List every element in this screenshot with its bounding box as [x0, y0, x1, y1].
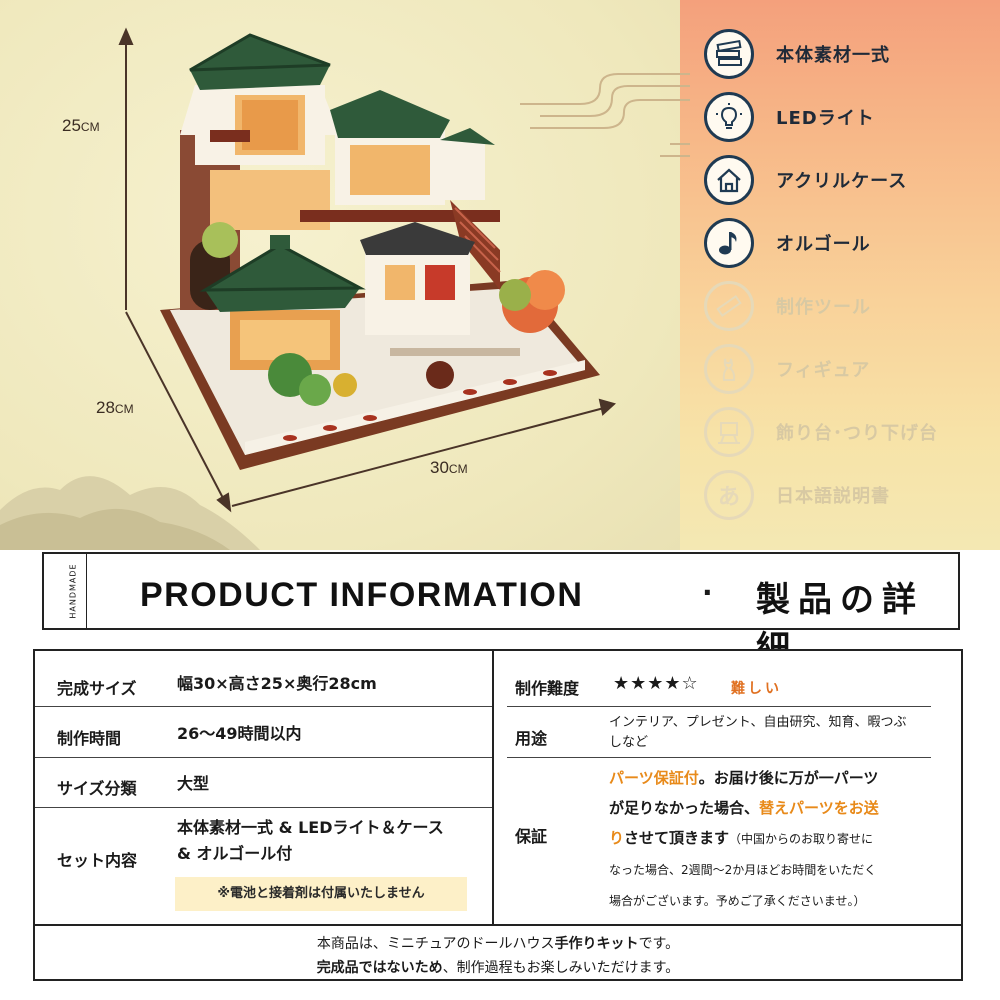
- footer-text: 本商品は、ミニチュアのドールハウス: [316, 936, 555, 952]
- completed-size-label: 完成サイズ: [57, 679, 137, 698]
- feature-item: フィギュア: [704, 343, 994, 395]
- footer-emphasis: 手作りキット: [554, 936, 639, 952]
- materials-icon: [704, 29, 754, 79]
- feature-item: 飾り台･つり下げ台: [704, 406, 994, 458]
- feature-label: アクリルケース: [776, 171, 908, 192]
- section-title: PRODUCT INFORMATION: [140, 576, 584, 614]
- height-dimension: 25CM: [62, 116, 100, 135]
- row-divider: [507, 706, 931, 707]
- warranty-note: なった場合、2週間〜2か月ほどお時間をいただく: [609, 863, 877, 877]
- column-divider: [492, 651, 494, 924]
- feature-panel-background: [680, 0, 1000, 550]
- display-stand-icon: [704, 407, 754, 457]
- feature-label: LEDライト: [776, 108, 875, 129]
- feature-item: LEDライト: [704, 91, 994, 143]
- feature-label: オルゴール: [776, 234, 871, 255]
- size-class-label: サイズ分類: [57, 779, 137, 798]
- warranty-text-part: させて頂きます: [624, 829, 730, 847]
- row-divider: [35, 807, 492, 808]
- difficulty-label: 制作難度: [515, 679, 580, 698]
- feature-item: オルゴール: [704, 217, 994, 269]
- set-contents-label: セット内容: [57, 851, 138, 870]
- warranty-note: （中国からのお取り寄せに: [729, 832, 874, 846]
- feature-label: フィギュア: [776, 360, 871, 381]
- feature-item: 本体素材一式: [704, 28, 994, 80]
- footer-divider: [35, 924, 961, 926]
- warranty-label: 保証: [515, 827, 548, 846]
- row-divider: [35, 757, 492, 758]
- feature-label: 飾り台･つり下げ台: [776, 423, 938, 444]
- difficulty-text: 難しい: [731, 681, 782, 697]
- size-class-value: 大型: [177, 774, 210, 793]
- footer-text: です。: [638, 936, 680, 952]
- depth-dimension: 28CM: [96, 398, 134, 417]
- hiragana-a-icon: あ: [704, 470, 754, 520]
- usage-line2: しなど: [609, 735, 649, 750]
- mountain-decoration: [0, 476, 260, 550]
- cloud-swirl-decoration: [520, 73, 690, 157]
- feature-label: 本体素材一式: [776, 45, 890, 66]
- usage-label: 用途: [515, 729, 548, 748]
- feature-item: あ 日本語説明書: [704, 469, 994, 521]
- dimension-arrows: [118, 27, 617, 513]
- included-features-list: 本体素材一式 LEDライト アクリルケース オルゴール 制作ツール: [704, 28, 994, 532]
- product-information-header: HANDMADE PRODUCT INFORMATION · 製品の詳細: [42, 552, 960, 669]
- music-note-icon: [704, 218, 754, 268]
- title-separator: ·: [702, 576, 713, 609]
- footer-kit-notice: 本商品は、ミニチュアのドールハウス手作りキットです。: [35, 933, 961, 953]
- set-contents-line2: & オルゴール付: [177, 844, 293, 863]
- difficulty-stars: ★★★★☆: [613, 673, 699, 694]
- warranty-highlight: パーツ保証付: [609, 769, 699, 787]
- warranty-highlight: 替えパーツをお送: [759, 799, 879, 817]
- feature-label: 制作ツール: [776, 297, 871, 318]
- completed-size-value: 幅30×高さ25×奥行28cm: [177, 674, 377, 693]
- battery-note: ※電池と接着剤は付属いたしません: [175, 877, 467, 911]
- hero-background: [0, 0, 680, 550]
- footer-text: 、制作過程もお楽しみいただけます。: [442, 960, 680, 976]
- set-contents-line1: 本体素材一式 & LEDライト＆ケース: [177, 818, 444, 837]
- dollhouse-image: [160, 33, 600, 470]
- ruler-icon: [704, 281, 754, 331]
- build-time-label: 制作時間: [57, 729, 122, 748]
- lightbulb-icon: [704, 92, 754, 142]
- warranty-note: 場合がございます。予めご了承くださいませ。）: [609, 894, 866, 908]
- footer-process-notice: 完成品ではないため、制作過程もお楽しみいただけます。: [35, 957, 961, 977]
- warranty-text-part: 。お届け後に万が一パーツ: [698, 769, 879, 787]
- warranty-text: パーツ保証付。お届け後に万が一パーツ が足りなかった場合、替えパーツをお送 りさ…: [609, 763, 949, 916]
- width-dimension: 30CM: [430, 458, 468, 477]
- footer-emphasis: 完成品ではないため: [316, 960, 443, 976]
- feature-item: アクリルケース: [704, 154, 994, 206]
- product-details-table: 完成サイズ 幅30×高さ25×奥行28cm 制作時間 26～49時間以内 サイズ…: [33, 649, 963, 981]
- handmade-tag: HANDMADE: [60, 554, 87, 628]
- warranty-text-part: が足りなかった場合、: [609, 799, 760, 817]
- house-icon: [704, 155, 754, 205]
- feature-label: 日本語説明書: [776, 486, 890, 507]
- usage-line1: インテリア、プレゼント、自由研究、知育、暇つぶ: [609, 715, 907, 730]
- warranty-highlight: り: [609, 829, 625, 847]
- row-divider: [507, 757, 931, 758]
- feature-item: 制作ツール: [704, 280, 994, 332]
- build-time-value: 26～49時間以内: [177, 724, 302, 743]
- cat-figure-icon: [704, 344, 754, 394]
- row-divider: [35, 706, 492, 707]
- hero-banner: 25CM 28CM 30CM: [0, 0, 1000, 550]
